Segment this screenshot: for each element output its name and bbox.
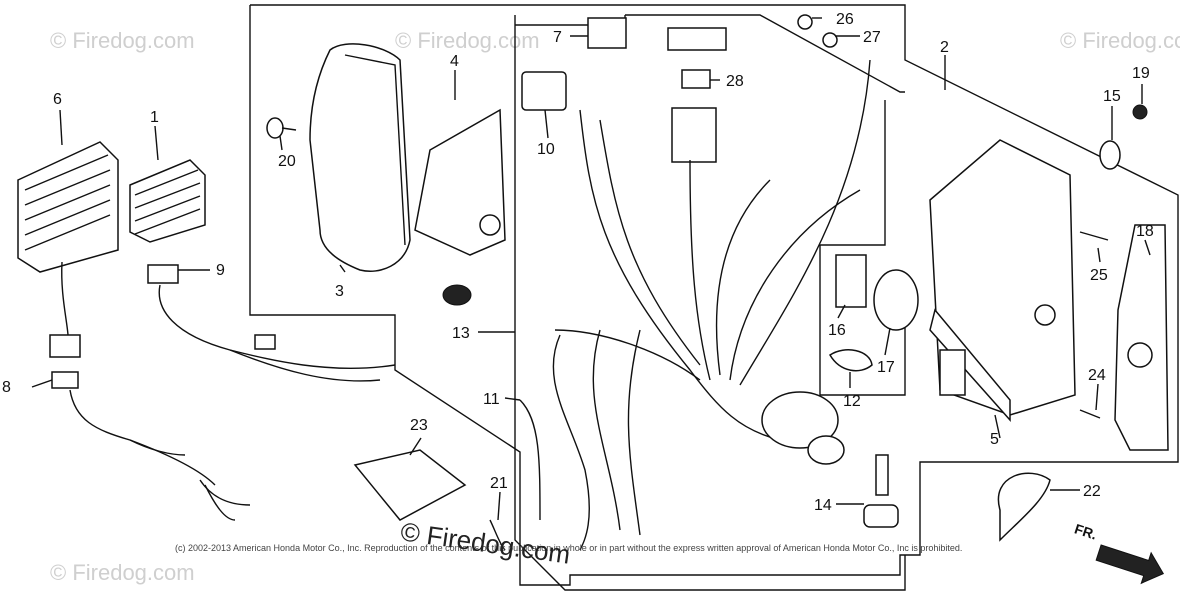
callout-23: 23 [410, 417, 428, 434]
callout-5: 5 [990, 431, 999, 448]
band [997, 472, 1051, 542]
ignition-switch [761, 391, 845, 465]
callout-22: 22 [1083, 483, 1101, 500]
pin [489, 519, 506, 551]
callout-7: 7 [553, 29, 562, 46]
callout-numbers: 6 1 8 9 3 4 20 7 10 13 11 23 21 14 12 16… [2, 11, 1154, 514]
bolt [1132, 104, 1148, 120]
assembly-outlines [249, 4, 1179, 591]
callout-20: 20 [278, 153, 296, 170]
sub-harness [147, 264, 396, 382]
arrow-right-icon [1095, 544, 1165, 585]
grommet [442, 284, 472, 306]
callout-10: 10 [537, 141, 555, 158]
switch-bracket [835, 254, 867, 308]
fuse-holder [671, 107, 717, 163]
callout-9: 9 [216, 262, 225, 279]
bolt-box [1079, 231, 1109, 241]
watermark-top-left: © Firedog.com [50, 28, 195, 53]
pad [353, 449, 467, 521]
callout-15: 15 [1103, 88, 1121, 105]
washer [822, 32, 838, 48]
callout-6: 6 [53, 91, 62, 108]
front-direction-indicator: FR. [1073, 521, 1165, 585]
control-panel [929, 139, 1076, 422]
front-direction-label: FR. [1073, 521, 1099, 543]
copyright-notice: (c) 2002-2013 American Honda Motor Co., … [175, 543, 963, 553]
regulator-large [17, 141, 119, 358]
callout-24: 24 [1088, 367, 1106, 384]
callout-13: 13 [452, 325, 470, 342]
fuse-cover [667, 27, 727, 51]
connector-harness [51, 371, 251, 521]
watermark-top-center: © Firedog.com [395, 28, 540, 53]
watermark-bottom-left: © Firedog.com [50, 560, 195, 585]
callout-4: 4 [450, 53, 459, 70]
callout-18: 18 [1136, 223, 1154, 240]
callout-19: 19 [1132, 65, 1150, 82]
callout-3: 3 [335, 283, 344, 300]
main-harness [552, 59, 871, 551]
nut [797, 14, 813, 30]
bolt-panel [1079, 409, 1101, 419]
callout-12: 12 [843, 393, 861, 410]
key [863, 454, 899, 528]
holder [414, 108, 506, 256]
leader-lines [31, 17, 1151, 521]
callout-17: 17 [877, 359, 895, 376]
callout-11: 11 [483, 391, 500, 408]
callout-14: 14 [814, 497, 832, 514]
label [1114, 224, 1169, 451]
screw [266, 117, 297, 139]
callout-21: 21 [490, 475, 508, 492]
callout-8: 8 [2, 379, 11, 396]
callout-26: 26 [836, 11, 854, 28]
cover [309, 43, 411, 272]
callout-27: 27 [863, 29, 881, 46]
callout-1: 1 [150, 109, 159, 126]
callout-2: 2 [940, 39, 949, 56]
callout-28: 28 [726, 73, 744, 90]
wire [519, 399, 541, 521]
clamp [828, 349, 873, 372]
fuse [681, 69, 711, 89]
callout-25: 25 [1090, 267, 1108, 284]
watermark-top-right: © Firedog.com [1060, 28, 1180, 53]
callout-16: 16 [828, 322, 846, 339]
cap [521, 71, 567, 111]
regulator-small [129, 159, 206, 243]
relay [587, 17, 627, 49]
switch [873, 269, 919, 331]
clip [1099, 140, 1121, 170]
